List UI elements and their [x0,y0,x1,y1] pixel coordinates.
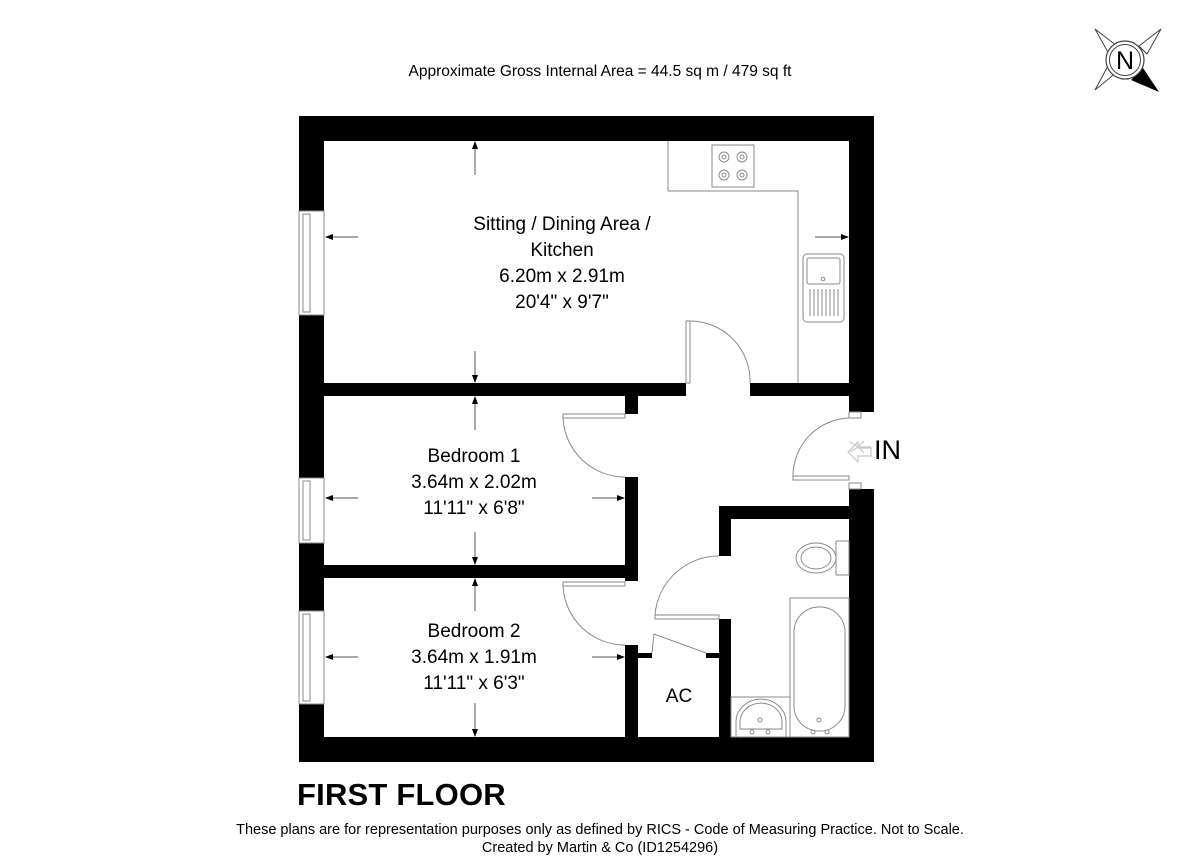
toilet-icon [795,540,850,576]
room-bedroom-1: Bedroom 1 3.64m x 2.02m 11'11" x 6'8" [334,444,614,522]
sink-icon [802,253,845,323]
room-name: Bedroom 1 [427,446,521,467]
entrance-label: IN [874,435,901,465]
room-bedroom-2: Bedroom 2 3.64m x 1.91m 11'11" x 6'3" [334,619,614,697]
room-name: AC [665,686,693,707]
dimension-arrows [325,141,849,737]
hob-icon [711,144,755,188]
entrance-arrow-icon [847,440,872,464]
disclaimer: These plans are for representation purpo… [0,821,1200,857]
compass-label: N [1116,47,1134,75]
room-name-line2: Kitchen [530,240,594,261]
windows [298,210,325,705]
walls [299,116,874,762]
room-airing-cupboard: AC [640,684,718,710]
room-name: Sitting / Dining Area / [473,214,651,235]
doors [562,320,862,654]
room-dimensions-metric: 3.64m x 2.02m [411,472,537,493]
north-compass-icon: N [1087,24,1163,94]
gross-internal-area: Approximate Gross Internal Area = 44.5 s… [408,63,792,80]
bath-icon [789,597,850,738]
basin-icon [730,696,791,738]
room-dimensions-imperial: 20'4" x 9'7" [515,292,609,313]
room-dimensions-metric: 6.20m x 2.91m [499,266,625,287]
kitchen-counter [667,141,799,383]
room-sitting-dining-kitchen: Sitting / Dining Area / Kitchen 6.20m x … [412,212,712,316]
credit-text: Created by Martin & Co (ID1254296) [481,840,719,856]
floor-title: FIRST FLOOR [297,777,506,812]
room-dimensions-metric: 3.64m x 1.91m [411,647,537,668]
room-name: Bedroom 2 [427,621,521,642]
room-dimensions-imperial: 11'11" x 6'3" [423,673,525,694]
room-dimensions-imperial: 11'11" x 6'8" [423,498,525,519]
disclaimer-text: These plans are for representation purpo… [236,822,964,838]
